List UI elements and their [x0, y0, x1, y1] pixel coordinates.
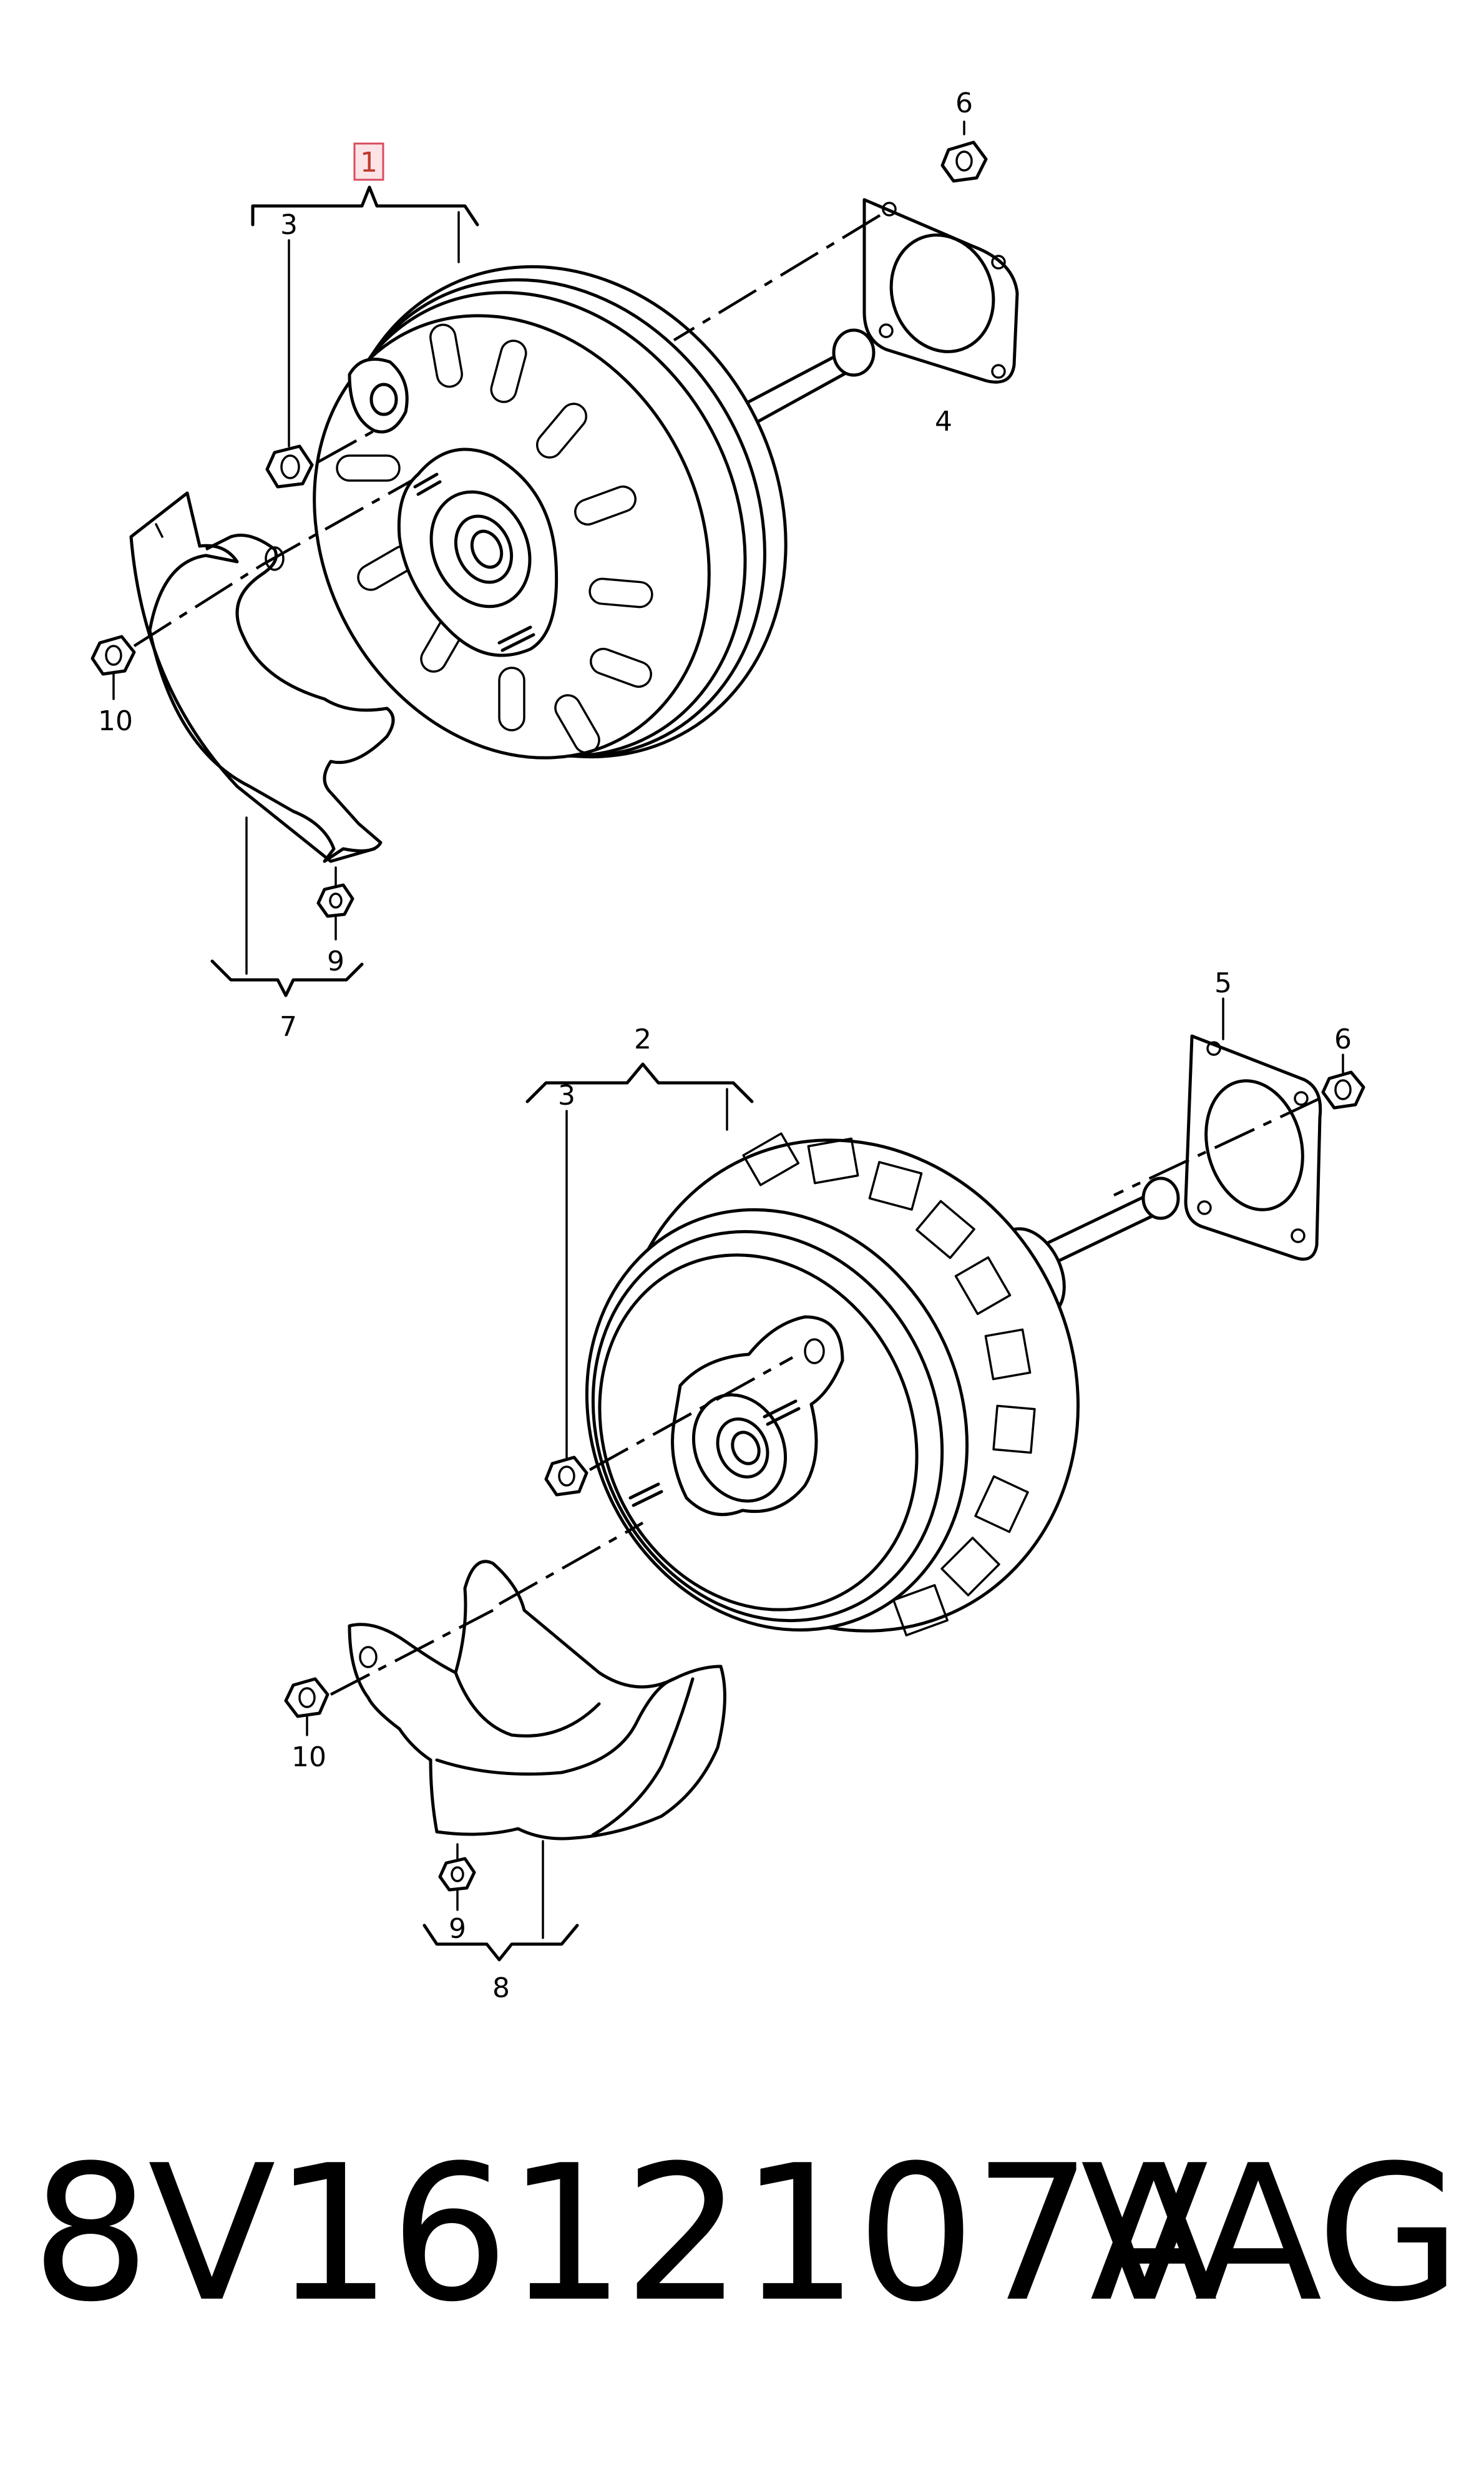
callout-9-lower: 9: [449, 1913, 466, 1945]
nut-3-lower: [544, 1455, 588, 1497]
part-number: 8V1612107A: [31, 2125, 1218, 2343]
brake-booster-lower: [585, 1132, 1180, 1636]
callout-5: 5: [1214, 967, 1232, 999]
callout-10-upper: 10: [98, 705, 133, 737]
nut-6-upper: [940, 140, 988, 183]
brand-name: VAG: [1080, 2125, 1462, 2343]
gasket-5: [1184, 1034, 1322, 1261]
rim-teeth: [742, 1132, 1036, 1636]
nut-9-lower: [438, 1857, 476, 1892]
callout-8: 8: [492, 1972, 510, 2004]
callout-7: 7: [280, 1011, 297, 1043]
nut-10-upper: [90, 635, 136, 676]
callout-3-lower: 3: [558, 1080, 575, 1112]
nut-6-lower: [1321, 1070, 1365, 1110]
callout-10-lower: 10: [291, 1741, 326, 1773]
callout-4: 4: [935, 406, 952, 438]
gasket-4: [862, 198, 1019, 384]
callout-1: 1: [360, 147, 378, 178]
callout-6-upper: 6: [955, 87, 973, 119]
nut-9-upper: [316, 883, 354, 918]
bracket-7: [210, 959, 364, 997]
callout-3-upper: 3: [280, 209, 298, 241]
bracket-8: [422, 1924, 579, 1962]
heat-shield-8: [348, 1560, 726, 1841]
heat-shield-7: [129, 491, 395, 863]
nut-3-upper: [265, 444, 314, 489]
bracket-2: [525, 1062, 754, 1103]
callout-6-lower: 6: [1334, 1024, 1352, 1055]
callout-2: 2: [634, 1024, 652, 1055]
brake-booster-upper: [313, 265, 876, 760]
nut-10-lower: [284, 1677, 330, 1718]
callout-9-upper: 9: [327, 946, 344, 977]
booster-ribs: [336, 323, 653, 754]
bracket-1: [251, 185, 479, 227]
callout-1-highlight: [353, 142, 384, 181]
